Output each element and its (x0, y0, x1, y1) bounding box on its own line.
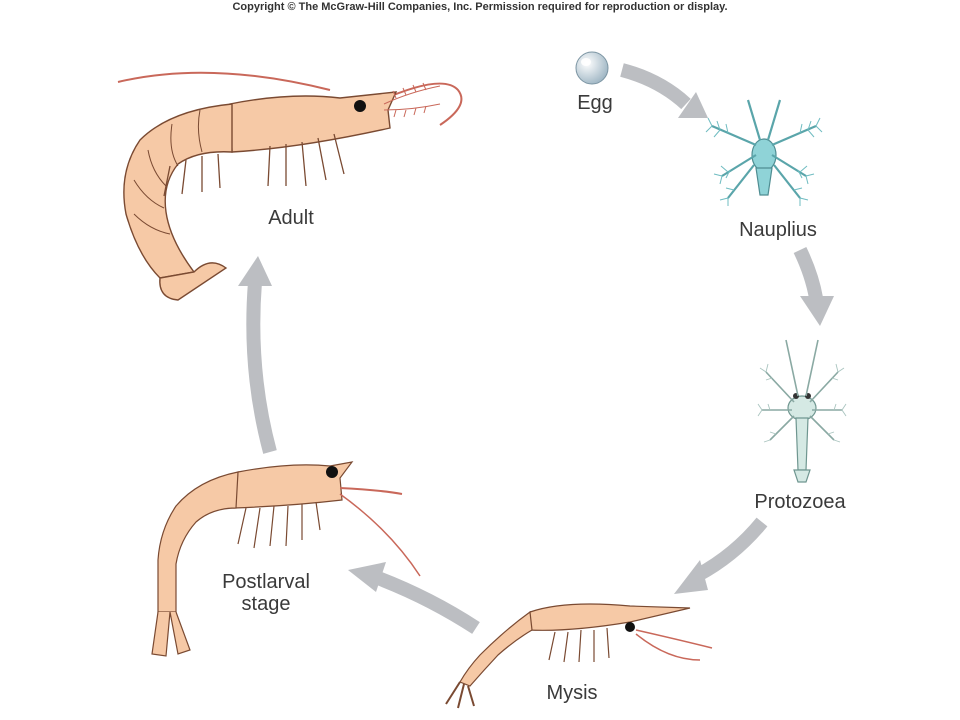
label-nauplius: Nauplius (739, 219, 817, 241)
label-mysis: Mysis (546, 682, 598, 704)
arrow-mysis-to-postlarval (348, 562, 480, 634)
adult-shrimp-illustration (117, 71, 463, 301)
postlarval-illustration (151, 461, 421, 657)
arrow-egg-to-nauplius (620, 63, 708, 118)
mysis-illustration (445, 603, 713, 709)
label-postlarval-stage: Postlarval stage (222, 571, 310, 615)
label-protozoea: Protozoea (754, 491, 846, 513)
arrow-protozoea-to-mysis (674, 517, 768, 594)
egg-illustration (575, 51, 609, 85)
label-egg: Egg (577, 92, 613, 114)
arrow-postlarval-to-adult (238, 256, 277, 454)
label-adult: Adult (268, 207, 314, 229)
cycle-arrows (238, 63, 834, 634)
arrow-nauplius-to-protozoea (793, 246, 834, 326)
copyright-notice: Copyright © The McGraw-Hill Companies, I… (232, 1, 728, 13)
nauplius-illustration (705, 99, 823, 206)
protozoea-illustration (757, 339, 847, 483)
